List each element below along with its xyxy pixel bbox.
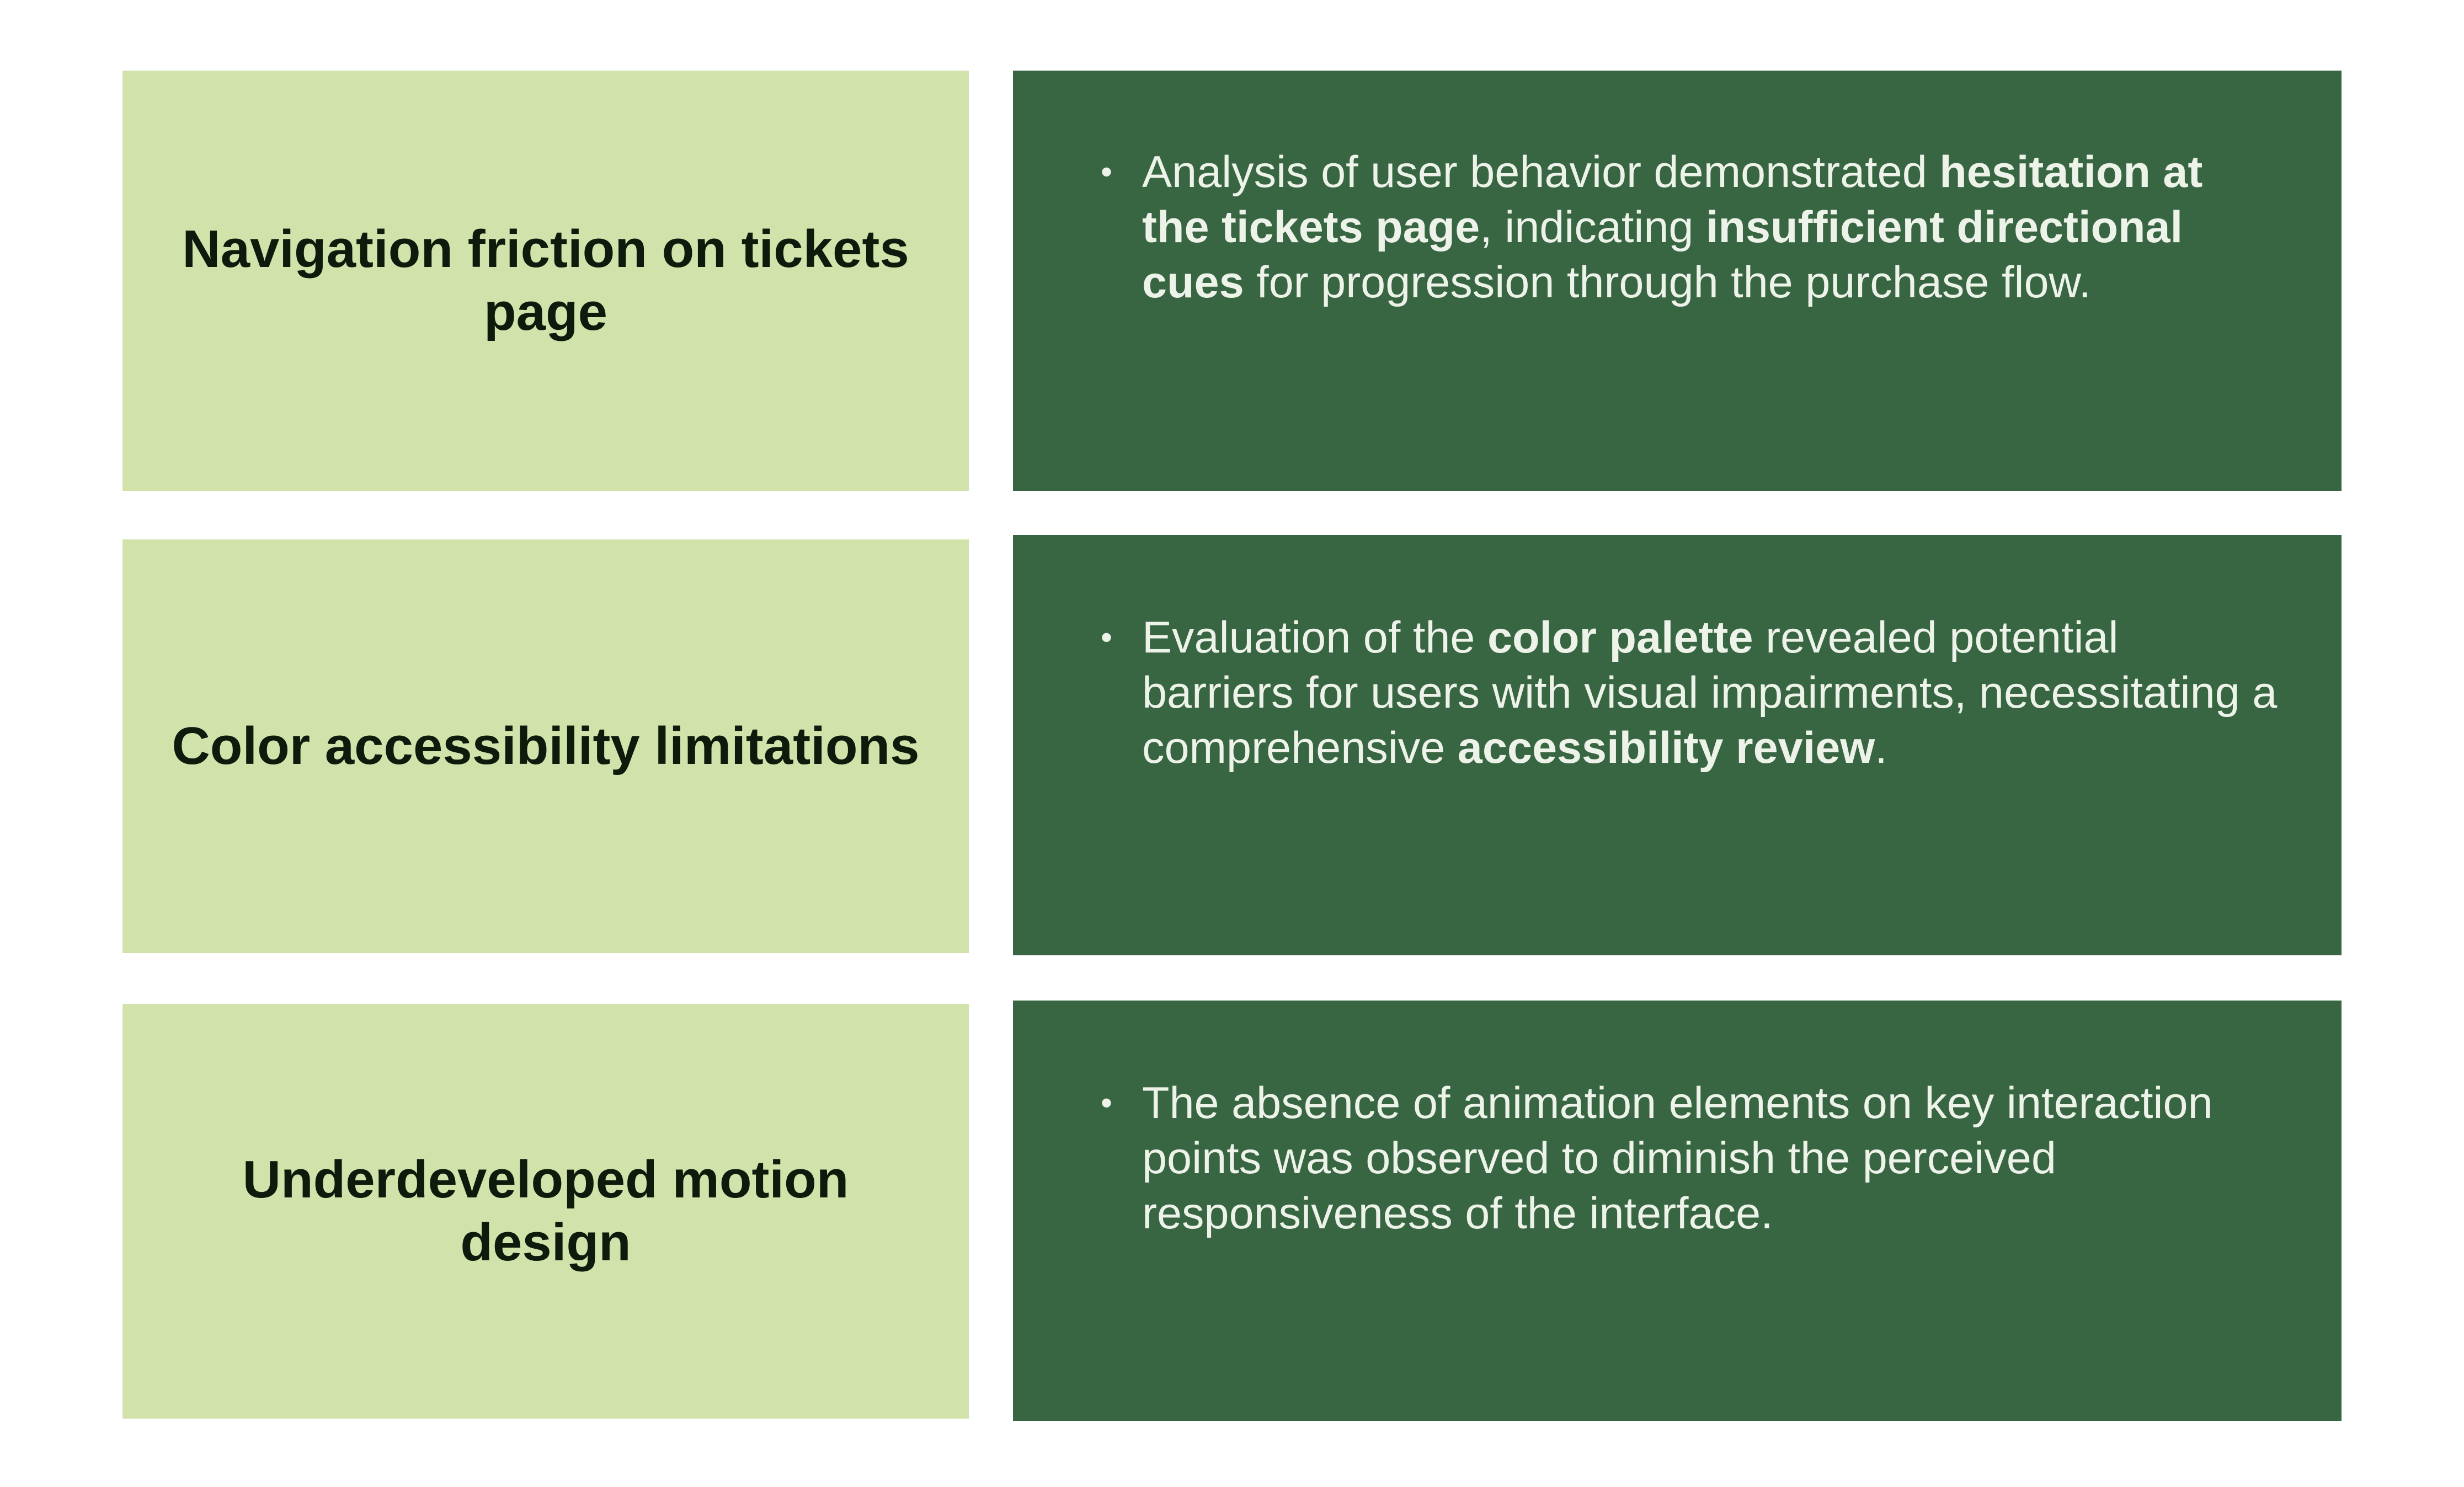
bullet-icon: • bbox=[1101, 1084, 1113, 1121]
desc-emphasis: color palette bbox=[1487, 613, 1753, 662]
finding-label-box-motion: Underdeveloped motion design bbox=[122, 1004, 969, 1419]
finding-bullet-list: • Analysis of user behavior demonstrated… bbox=[1013, 145, 2342, 310]
desc-segment: Analysis of user behavior demonstrated bbox=[1142, 147, 1940, 197]
finding-bullet-item: • The absence of animation elements on k… bbox=[1101, 1076, 2342, 1241]
bullet-icon: • bbox=[1101, 619, 1113, 656]
desc-segment: The absence of animation elements on key… bbox=[1142, 1078, 2213, 1238]
finding-label-box-color: Color accessibility limitations bbox=[122, 539, 969, 953]
finding-label-color: Color accessibility limitations bbox=[172, 716, 920, 775]
desc-segment: for progression through the purchase flo… bbox=[1244, 258, 2092, 307]
finding-description-text: The absence of animation elements on key… bbox=[1142, 1078, 2213, 1238]
bullet-icon: • bbox=[1101, 153, 1113, 190]
finding-label-box-navigation: Navigation friction on tickets page bbox=[122, 71, 969, 491]
desc-segment: , indicating bbox=[1480, 202, 1706, 252]
desc-segment: revealed potential barriers for users wi… bbox=[1142, 613, 2278, 773]
desc-emphasis: accessibility review bbox=[1457, 723, 1875, 773]
finding-bullet-item: • Evaluation of the color palette reveal… bbox=[1101, 610, 2342, 775]
desc-emphasis: insufficient directional cues bbox=[1142, 202, 2183, 307]
finding-label-motion: Underdeveloped motion design bbox=[242, 1150, 849, 1272]
finding-label-navigation: Navigation friction on tickets page bbox=[182, 220, 909, 341]
desc-segment: Evaluation of the bbox=[1142, 613, 1487, 662]
finding-bullet-list: • The absence of animation elements on k… bbox=[1013, 1076, 2342, 1241]
finding-bullet-item: • Analysis of user behavior demonstrated… bbox=[1101, 145, 2342, 310]
finding-description-box-motion: • The absence of animation elements on k… bbox=[1013, 1001, 2342, 1421]
desc-segment: . bbox=[1875, 723, 1887, 773]
finding-description-text: Evaluation of the color palette revealed… bbox=[1142, 613, 2277, 773]
finding-description-text: Analysis of user behavior demonstrated h… bbox=[1142, 147, 2202, 307]
desc-emphasis: hesitation at the tickets page bbox=[1142, 147, 2203, 252]
finding-description-box-navigation: • Analysis of user behavior demonstrated… bbox=[1013, 71, 2342, 491]
finding-description-box-color: • Evaluation of the color palette reveal… bbox=[1013, 535, 2342, 955]
finding-bullet-list: • Evaluation of the color palette reveal… bbox=[1013, 610, 2342, 775]
